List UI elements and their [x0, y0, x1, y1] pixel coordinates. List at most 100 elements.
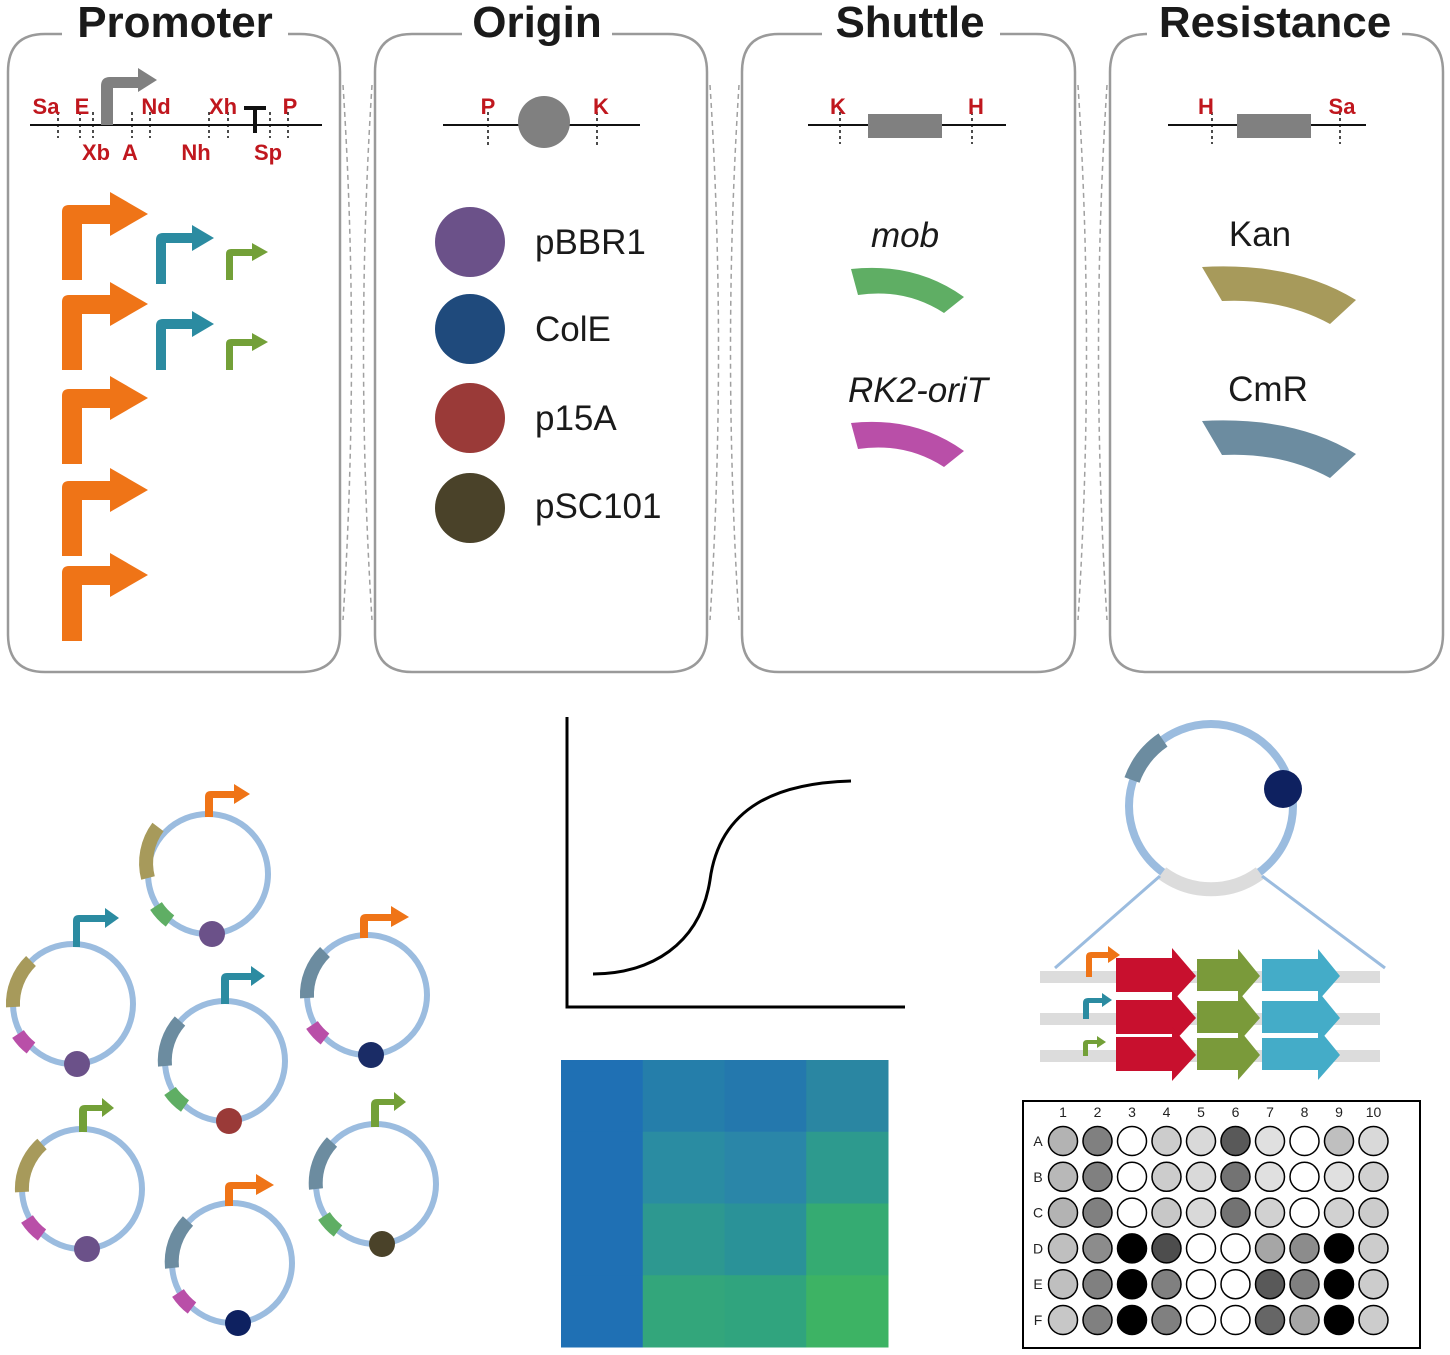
plate-well [1151, 1161, 1182, 1193]
construct-origin-icon [1264, 770, 1302, 808]
plasmid [157, 966, 285, 1134]
plate-well [1254, 1125, 1286, 1157]
plate-well [1047, 1304, 1079, 1336]
origin-label: ColE [535, 310, 611, 349]
heatmap-cell [642, 1060, 725, 1133]
strong-promoter-icon [62, 376, 148, 464]
plate-well [1151, 1268, 1182, 1300]
map-resistance-part-icon [1237, 114, 1311, 138]
site-p: P [481, 94, 496, 119]
plate-column-label: 5 [1197, 1104, 1205, 1120]
plate-well [1254, 1233, 1286, 1264]
terminator-icon [244, 106, 266, 133]
construct-diagram [1040, 720, 1386, 1081]
heatmap-cell [806, 1275, 889, 1348]
plate-well [1220, 1161, 1251, 1193]
heatmap-cell [806, 1060, 889, 1133]
plate-well [1116, 1125, 1148, 1157]
plate-well [1289, 1125, 1320, 1157]
panel-connectors [342, 84, 1108, 621]
plate-column-label: 6 [1232, 1104, 1240, 1120]
plate-well [1185, 1161, 1217, 1193]
plate-well [1323, 1268, 1355, 1300]
origin-site-map: P K [443, 94, 640, 148]
plasmid [139, 784, 268, 947]
plate-column-label: 9 [1335, 1104, 1343, 1120]
plate-well [1082, 1161, 1113, 1193]
site-nh: Nh [181, 140, 210, 165]
site-a: A [122, 140, 138, 165]
heatmap-cell [724, 1275, 807, 1348]
heatmap-cell [561, 1203, 644, 1276]
plasmid [308, 1092, 436, 1257]
plate-well [1047, 1125, 1079, 1157]
plate-column-label: 2 [1094, 1104, 1102, 1120]
plate-well [1116, 1268, 1148, 1300]
connector-3b [1097, 84, 1108, 621]
site-p: P [283, 94, 298, 119]
site-sp: Sp [254, 140, 282, 165]
heatmap-cell [561, 1275, 644, 1348]
plate-row-label: B [1033, 1169, 1042, 1185]
resistance-title: Resistance [1159, 0, 1391, 47]
plate-well [1289, 1304, 1320, 1336]
plate-well [1220, 1197, 1251, 1228]
plate-well [1254, 1161, 1286, 1193]
shuttle-part-label: RK2-oriT [848, 371, 991, 410]
medium-promoter-icon [156, 311, 214, 370]
plate-well [1185, 1268, 1217, 1300]
plate-column-label: 7 [1266, 1104, 1274, 1120]
connector-1 [342, 84, 353, 621]
plate-well [1082, 1197, 1113, 1228]
plate-well [1116, 1161, 1148, 1193]
plate-column-label: 10 [1366, 1104, 1382, 1120]
plate-well [1358, 1125, 1389, 1157]
resistance-part-label: Kan [1229, 215, 1291, 254]
plasmid [14, 1098, 142, 1262]
plate-well [1185, 1125, 1217, 1157]
resistance-part-label: CmR [1228, 370, 1308, 409]
site-sa: Sa [1329, 94, 1357, 119]
site-k: K [593, 94, 609, 119]
panel-frames [6, 32, 1445, 674]
plate-well [1289, 1197, 1320, 1228]
plate-well [1220, 1125, 1251, 1157]
heatmap-cell [806, 1203, 889, 1276]
plate-well [1358, 1304, 1389, 1336]
plate-column-label: 1 [1059, 1104, 1067, 1120]
plate-well [1185, 1197, 1217, 1228]
heatmap-cell [642, 1131, 725, 1204]
strong-promoter-icon [62, 192, 148, 280]
heatmap-cell [561, 1131, 644, 1204]
origin-psc101-icon [435, 473, 505, 543]
origin-p15a-icon [435, 383, 505, 453]
site-xh: Xh [209, 94, 237, 119]
heatmap-cell [724, 1131, 807, 1204]
origin-title: Origin [472, 0, 602, 47]
cassette-row [1083, 990, 1340, 1044]
site-xb: Xb [82, 140, 110, 165]
weak-promoter-icon [226, 243, 268, 280]
plate-column-label: 8 [1301, 1104, 1309, 1120]
resistance-site-map: H Sa [1168, 94, 1366, 144]
heatmap-cell [642, 1203, 725, 1276]
promoter-title: Promoter [77, 0, 273, 47]
plate-well [1254, 1197, 1286, 1228]
site-k: K [830, 94, 846, 119]
strong-promoter-icon [62, 282, 148, 370]
construct-resistance-part [1124, 733, 1168, 783]
shuttle-site-map: K H [808, 94, 1006, 144]
plate-well [1323, 1125, 1355, 1157]
site-nd: Nd [141, 94, 170, 119]
cassette-row [1086, 946, 1340, 1002]
plate-well [1047, 1268, 1079, 1300]
promoter-site-map: Sa E Nd Xh P Xb A Nh Sp [30, 68, 322, 165]
plate-well [1185, 1304, 1217, 1336]
medium-promoter-icon [156, 225, 214, 284]
heatmap-cell [724, 1203, 807, 1276]
origin-label: pSC101 [535, 487, 661, 526]
response-curve-plot [565, 717, 905, 1009]
plate-well [1151, 1197, 1182, 1228]
plate-well [1082, 1233, 1113, 1264]
